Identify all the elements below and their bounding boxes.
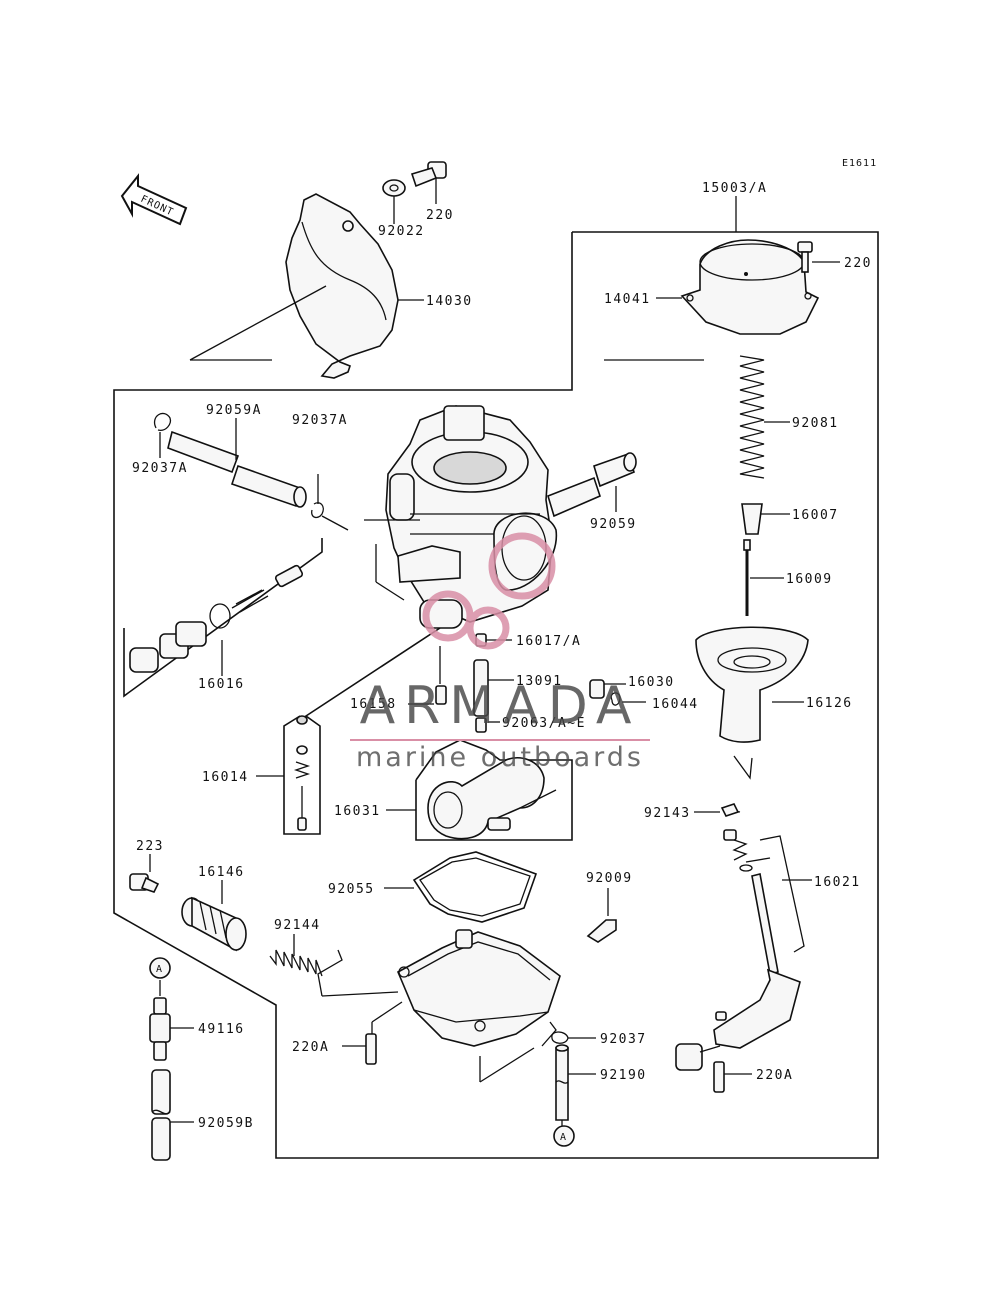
jet-needle-part [743, 539, 751, 616]
part-label-92037A-2: 92037A [292, 413, 348, 428]
part-label-92059B: 92059B [198, 1116, 254, 1131]
part-label-15003A: 15003/A [702, 181, 767, 196]
carburetor-cover-part [189, 193, 399, 379]
part-label-16146: 16146 [198, 865, 245, 880]
part-label-14030: 14030 [426, 294, 473, 309]
part-label-16014: 16014 [202, 770, 249, 785]
part-labels: 15003/A 220 92022 220 14030 14041 92081 … [132, 181, 872, 1131]
part-label-16158: 16158 [350, 697, 397, 712]
pilot-screw-kit-part [129, 564, 304, 673]
choke-screw-part [129, 873, 160, 893]
part-label-16007: 16007 [792, 508, 839, 523]
part-label-16030: 16030 [628, 675, 675, 690]
retainer-part [720, 803, 740, 817]
diaphragm-part [695, 626, 809, 743]
front-direction-arrow: FRONT [120, 173, 188, 226]
choke-cable-part [675, 829, 801, 1071]
part-label-16031: 16031 [334, 804, 381, 819]
choke-lever-screw-part [713, 1061, 725, 1093]
drain-tube-part [555, 1044, 569, 1121]
ref-a-bottom-circle: A [553, 1125, 575, 1147]
part-label-16126: 16126 [806, 696, 853, 711]
part-label-92063AE: 92063/A~E [502, 716, 586, 731]
part-label-220A-1: 220A [292, 1040, 329, 1055]
part-label-14041: 14041 [604, 292, 651, 307]
part-label-49116: 49116 [198, 1022, 245, 1037]
air-tube-part [167, 430, 307, 508]
assembly-frame [113, 231, 879, 1159]
watermark-tagline: marine outboards [355, 742, 644, 773]
washer-part [382, 179, 406, 197]
part-label-92022: 92022 [378, 224, 425, 239]
ref-a-bottom: A [560, 1132, 567, 1143]
spring-part [739, 355, 765, 479]
vent-tube-part [547, 452, 637, 518]
watermark-logo-icon [422, 532, 556, 650]
part-label-92143: 92143 [644, 806, 691, 821]
float-valve-part [293, 715, 311, 831]
part-label-220-cap: 220 [844, 256, 872, 271]
choke-spring-part [269, 949, 323, 977]
watermark-rule [350, 739, 650, 741]
pilot-jet-part [435, 685, 447, 705]
hose-part [151, 1069, 171, 1161]
part-label-92190: 92190 [600, 1068, 647, 1083]
part-label-16021: 16021 [814, 875, 861, 890]
carburetor-body-part [385, 405, 558, 629]
part-label-16016: 16016 [198, 677, 245, 692]
cap-screw-part [797, 241, 813, 273]
gasket-part [412, 851, 538, 923]
drain-screw-part [586, 919, 617, 943]
part-label-92059: 92059 [590, 517, 637, 532]
part-label-92144: 92144 [274, 918, 321, 933]
part-label-92055: 92055 [328, 882, 375, 897]
clip-part-2 [311, 502, 324, 519]
ref-a-top: A [156, 964, 163, 975]
top-cap-part [680, 239, 820, 335]
part-label-220-top: 220 [426, 208, 454, 223]
needle-holder-part [741, 503, 763, 535]
part-label-92059A: 92059A [206, 403, 262, 418]
bowl-screw-part [365, 1033, 377, 1065]
float-bowl-part [396, 929, 561, 1047]
part-label-223: 223 [136, 839, 164, 854]
diagram-code: E1611 [842, 158, 877, 169]
part-label-16017A: 16017/A [516, 634, 581, 649]
fitting-part [589, 679, 621, 706]
part-label-92037A-1: 92037A [132, 461, 188, 476]
ref-a-top-circle: A [149, 957, 171, 979]
part-label-92009: 92009 [586, 871, 633, 886]
watermark-brand: ARMADA [359, 676, 641, 736]
choke-plunger-part [181, 896, 247, 952]
part-label-92037: 92037 [600, 1032, 647, 1047]
part-label-13091: 13091 [516, 674, 563, 689]
clip-part-3 [551, 1031, 569, 1044]
part-label-16044: 16044 [652, 697, 699, 712]
part-label-16009: 16009 [786, 572, 833, 587]
clip-part-1 [153, 412, 172, 431]
part-label-92081: 92081 [792, 416, 839, 431]
cover-bolt-part [410, 161, 447, 188]
fitting-tube-part [149, 997, 171, 1061]
part-label-220A-2: 220A [756, 1068, 793, 1083]
carburetor-holder-part [427, 756, 557, 840]
